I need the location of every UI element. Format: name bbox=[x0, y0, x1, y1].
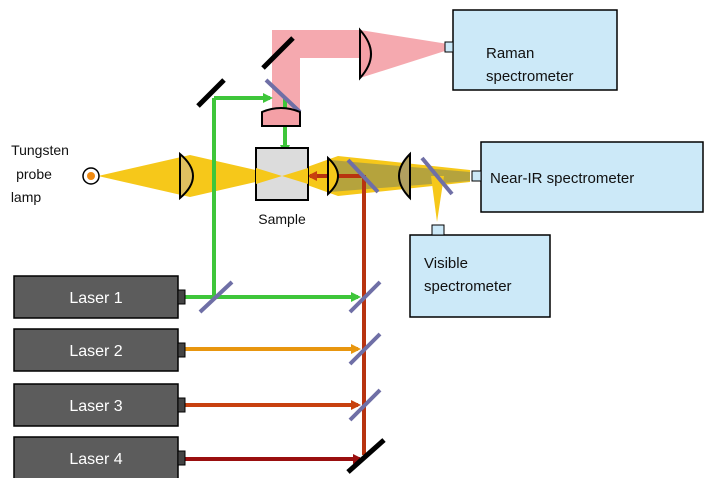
visible-spectrometer-box bbox=[409, 234, 551, 318]
raman-spectrometer-label-line1: Raman bbox=[486, 45, 534, 62]
raman-spectrometer-box bbox=[452, 9, 618, 91]
raman-beam bbox=[272, 30, 360, 118]
lens-nir bbox=[398, 151, 411, 201]
lamp-label-line2: probe bbox=[16, 166, 52, 182]
laser-3-aperture bbox=[177, 397, 186, 413]
laser-4-body bbox=[13, 436, 179, 478]
lens-sample-top bbox=[261, 107, 301, 127]
laser-4-label: Laser 4 bbox=[69, 451, 122, 468]
mirror-laser4 bbox=[346, 438, 386, 474]
lens-raman bbox=[359, 27, 372, 81]
beamsplitter-laser3 bbox=[348, 388, 382, 422]
nir-spectrometer-slit bbox=[471, 170, 482, 182]
tungsten-lamp-filament bbox=[87, 172, 95, 180]
raman-spectrometer-slit bbox=[444, 41, 454, 53]
lamp-beam-cone-1 bbox=[98, 155, 190, 197]
beamsplitter-combiner bbox=[346, 158, 380, 194]
lamp-label-line1: Tungsten bbox=[11, 142, 69, 158]
raman-spectrometer-label-line2: spectrometer bbox=[486, 68, 574, 85]
raman-beam-cone bbox=[360, 30, 448, 78]
sample-beam-waist bbox=[256, 168, 308, 184]
laser-1-aperture bbox=[177, 289, 186, 305]
sample-label: Sample bbox=[258, 211, 306, 227]
laser-1-label: Laser 1 bbox=[69, 290, 122, 307]
lens-collection bbox=[327, 155, 339, 197]
nir-spectrometer-label: Near-IR spectrometer bbox=[490, 170, 634, 187]
mirror-raman bbox=[261, 36, 295, 70]
beamsplitter-raman bbox=[264, 78, 302, 114]
visible-beam bbox=[431, 176, 444, 222]
laser-1-body bbox=[13, 275, 179, 319]
lamp-label-line3: lamp bbox=[11, 189, 42, 205]
laser-3-body bbox=[13, 383, 179, 427]
beamsplitter-laser1 bbox=[348, 280, 382, 314]
visible-spectrometer-label-line1: Visible bbox=[424, 255, 468, 272]
laser-1: Laser 1 bbox=[13, 275, 186, 319]
beamsplitter-laser1-green bbox=[198, 280, 234, 314]
beamsplitter-visible bbox=[420, 156, 454, 196]
visible-spectrometer-label-line2: spectrometer bbox=[424, 278, 512, 295]
laser-2-aperture bbox=[177, 342, 186, 358]
laser-2-label: Laser 2 bbox=[69, 343, 122, 360]
visible-spectrometer-slit bbox=[431, 224, 445, 236]
laser-2: Laser 2 bbox=[13, 328, 186, 372]
lens-lamp bbox=[179, 151, 194, 201]
nir-spectrometer-box bbox=[480, 141, 704, 213]
beamsplitter-laser2 bbox=[348, 332, 382, 366]
mirror-top-left bbox=[196, 78, 226, 108]
laser-3-label: Laser 3 bbox=[69, 398, 122, 415]
laser-3: Laser 3 bbox=[13, 383, 186, 427]
laser-4-aperture bbox=[177, 450, 186, 466]
laser-4: Laser 4 bbox=[13, 436, 186, 478]
